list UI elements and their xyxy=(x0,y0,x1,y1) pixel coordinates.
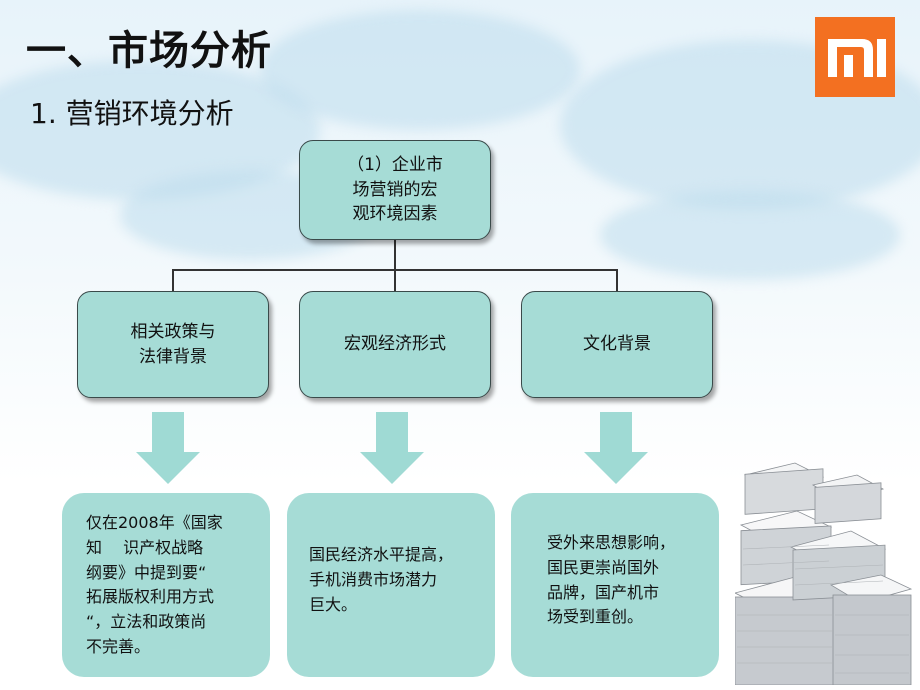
child-node-culture: 文化背景 xyxy=(521,291,713,398)
root-node: （1）企业市 场营销的宏 观环境因素 xyxy=(299,140,491,240)
detail-line: 不完善。 xyxy=(86,636,151,656)
tree-connector-right xyxy=(616,269,618,291)
mi-logo-icon xyxy=(815,17,895,97)
tree-connector-vertical xyxy=(394,238,396,270)
detail-line: 国民经济水平提高， xyxy=(309,545,454,564)
detail-box-economy: 国民经济水平提高， 手机消费市场潜力 巨大。 xyxy=(287,493,495,677)
root-node-line: 场营销的宏 xyxy=(352,179,438,200)
detail-line: 知 识产权战略 xyxy=(86,537,204,557)
detail-box-culture: 受外来思想影响， 国民更崇尚国外 品牌，国产机市 场受到重创。 xyxy=(511,493,719,677)
slide-title: 一、市场分析 xyxy=(26,28,272,74)
detail-line: 场受到重创。 xyxy=(547,607,644,627)
detail-line: 纲要》中提到要“ xyxy=(86,562,207,582)
down-arrow-icon xyxy=(584,412,648,484)
child-node-line: 宏观经济形式 xyxy=(344,334,446,355)
detail-line: 受外来思想影响， xyxy=(547,533,676,552)
child-node-line: 法律背景 xyxy=(139,346,207,367)
down-arrow-icon xyxy=(360,412,424,484)
detail-box-policy: 仅在2008年《国家 知 识产权战略 纲要》中提到要“ 拓展版权利用方式 “，立… xyxy=(62,493,270,677)
child-node-line: 相关政策与 xyxy=(130,321,216,342)
tree-connector-left xyxy=(172,269,174,291)
root-node-line: （1）企业市 xyxy=(347,155,443,176)
detail-line: 拓展版权利用方式 xyxy=(86,587,215,607)
detail-line: “，立法和政策尚 xyxy=(86,612,207,632)
slide-subtitle: 1. 营销环境分析 xyxy=(30,97,234,130)
detail-line: 仅在2008年《国家 xyxy=(86,513,223,532)
child-node-policy-law: 相关政策与 法律背景 xyxy=(77,291,269,398)
down-arrow-icon xyxy=(136,412,200,484)
detail-line: 手机消费市场潜力 xyxy=(309,569,438,589)
child-node-line: 文化背景 xyxy=(583,334,651,355)
detail-line: 品牌，国产机市 xyxy=(547,582,660,602)
detail-line: 巨大。 xyxy=(309,594,358,614)
paper-stack-icon xyxy=(735,462,913,685)
child-node-economy: 宏观经济形式 xyxy=(299,291,491,398)
detail-line: 国民更崇尚国外 xyxy=(547,557,660,577)
tree-connector-middle xyxy=(394,269,396,291)
root-node-line: 观环境因素 xyxy=(352,204,438,225)
